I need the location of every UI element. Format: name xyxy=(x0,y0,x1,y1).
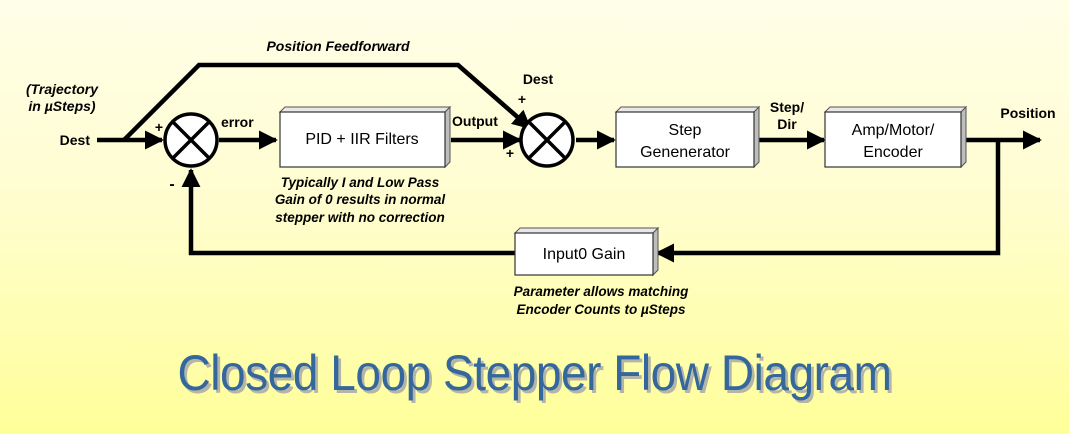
pid-note-line3: stepper with no correction xyxy=(275,210,445,225)
pid-iir-filters-block: PID + IIR Filters xyxy=(278,105,452,169)
feedforward-path xyxy=(122,62,532,142)
gain-note-line1: Parameter allows matching xyxy=(514,284,690,299)
step-dir-label-line1: Step/ xyxy=(770,99,804,115)
summing-junction-icon xyxy=(519,112,575,168)
trajectory-label-line1: (Trajectory xyxy=(26,81,99,97)
diagram-title: Closed Loop Stepper Flow Diagram xyxy=(177,345,892,401)
summing-junction-icon xyxy=(163,112,219,168)
step-dir-label-line2: Dir xyxy=(777,116,797,132)
feedforward-label: Position Feedforward xyxy=(266,38,410,54)
amp-label-line1: Amp/Motor/ xyxy=(852,122,935,139)
step-generator-block: Step Genenerator xyxy=(614,105,761,169)
plus-sign-2b: + xyxy=(506,145,514,161)
step-gen-label-line2: Genenerator xyxy=(640,144,731,161)
gain-note-line2: Encoder Counts to µSteps xyxy=(516,302,686,317)
amp-motor-encoder-block: Amp/Motor/ Encoder xyxy=(823,105,968,169)
amp-label-line2: Encoder xyxy=(863,144,923,161)
minus-sign-1: - xyxy=(169,176,174,193)
trajectory-label-line2: in µSteps) xyxy=(28,98,96,114)
dest-label-2: Dest xyxy=(523,71,554,87)
pid-block-label: PID + IIR Filters xyxy=(305,131,418,148)
error-label: error xyxy=(221,114,254,130)
feedback-path-right xyxy=(655,140,1001,263)
pid-note-line1: Typically I and Low Pass xyxy=(281,175,440,190)
plus-sign-1: + xyxy=(155,119,163,135)
output-label: Output xyxy=(452,113,498,129)
position-label: Position xyxy=(1000,105,1055,121)
input0-gain-block: Input0 Gain xyxy=(513,226,660,277)
dest-input-label: Dest xyxy=(60,132,91,148)
feedback-path-left xyxy=(181,168,515,256)
step-gen-label-line1: Step xyxy=(669,122,702,139)
pid-note-line2: Gain of 0 results in normal xyxy=(275,192,446,207)
plus-sign-2a: + xyxy=(518,91,526,107)
input0-gain-label: Input0 Gain xyxy=(543,246,626,263)
